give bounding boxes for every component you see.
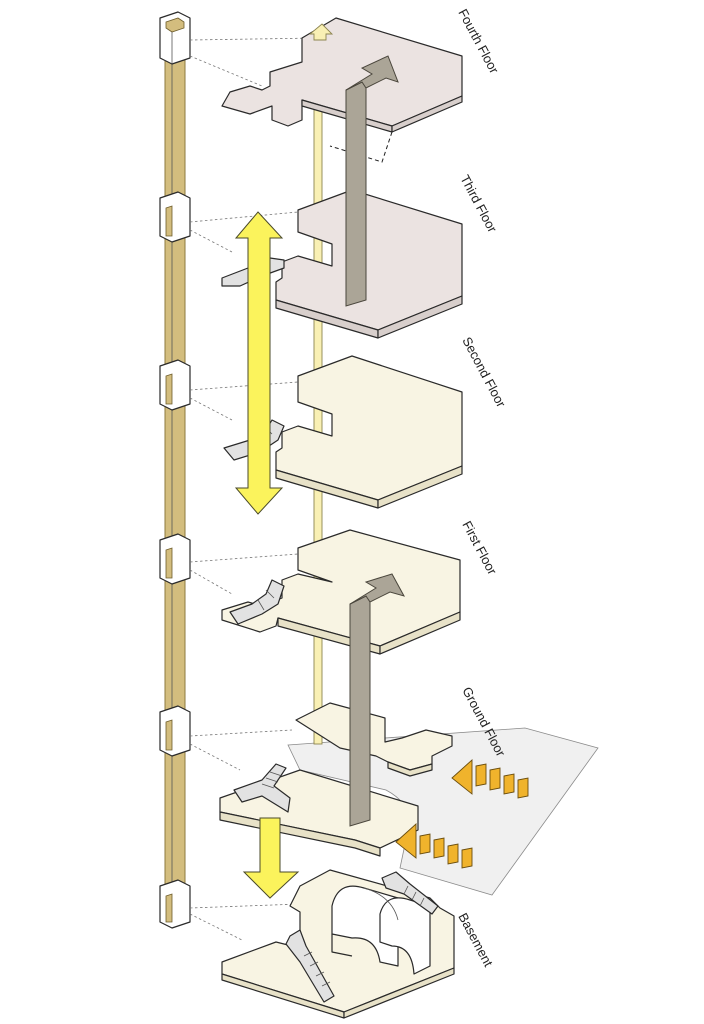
slab-ground-floor bbox=[219, 702, 453, 857]
grey-arrow-lower bbox=[349, 573, 406, 827]
second-floor-slab bbox=[275, 355, 463, 501]
core-node-fourth bbox=[159, 11, 191, 65]
core-node-third bbox=[159, 191, 191, 243]
yellow-down-arrow bbox=[242, 817, 300, 899]
ground-floor-upper-slab bbox=[295, 702, 453, 771]
label-first-floor: First Floor bbox=[459, 518, 500, 577]
first-floor-slab bbox=[221, 529, 461, 647]
entry-arrow-lower bbox=[395, 822, 473, 869]
basement-stair-icon-right bbox=[381, 871, 439, 915]
first-floor-stair-icon bbox=[229, 579, 285, 625]
fourth-floor-slab bbox=[221, 17, 463, 127]
core-node-first bbox=[159, 533, 191, 585]
connector-lines bbox=[189, 37, 319, 941]
light-shaft-arrow bbox=[308, 23, 334, 41]
slab-first-floor bbox=[221, 529, 461, 655]
vertical-core-column bbox=[159, 11, 191, 929]
core-node-second bbox=[159, 359, 191, 411]
entry-arrow-upper bbox=[451, 758, 529, 799]
core-node-ground bbox=[159, 705, 191, 757]
slab-fourth-floor bbox=[221, 17, 463, 163]
basement-stair-icon-left bbox=[285, 929, 335, 1003]
ground-floor-stair-icon bbox=[233, 763, 291, 813]
yellow-double-arrow bbox=[234, 211, 284, 515]
third-floor-slab bbox=[275, 189, 463, 331]
grey-arrow-upper bbox=[345, 55, 399, 307]
basement-vaults bbox=[331, 885, 431, 975]
label-third-floor: Third Floor bbox=[457, 172, 500, 235]
label-basement: Basement bbox=[455, 910, 496, 969]
core-node-basement bbox=[159, 879, 191, 929]
slab-basement bbox=[221, 869, 455, 1019]
core-column-shaft bbox=[164, 27, 186, 911]
label-second-floor: Second Floor bbox=[459, 334, 509, 410]
